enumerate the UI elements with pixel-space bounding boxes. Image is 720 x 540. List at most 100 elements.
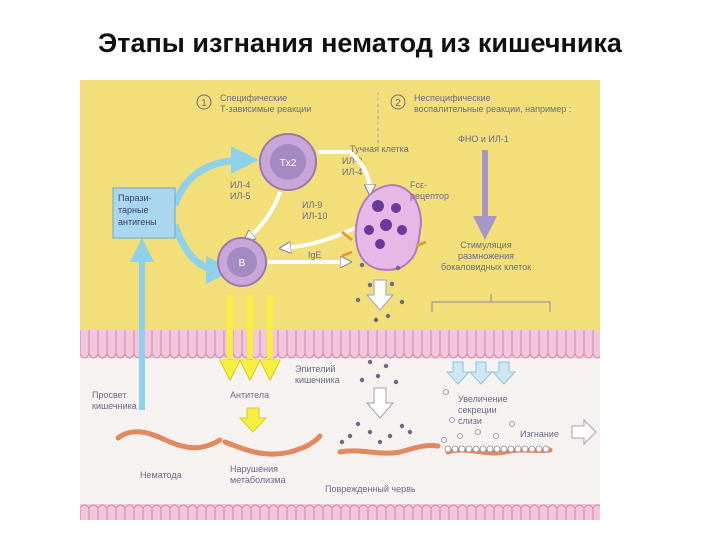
villus — [142, 504, 153, 520]
villus — [196, 330, 207, 359]
tnf-il1-label: ФНО и ИЛ-1 — [458, 134, 509, 144]
fce-receptor-line2: рецептор — [410, 191, 449, 201]
mucus-droplet — [444, 445, 452, 453]
villus — [466, 504, 477, 520]
villus — [565, 330, 576, 359]
villus — [322, 504, 333, 520]
step-2-text-line2: воспалительные реакции, например : — [414, 104, 571, 114]
nematode-expulsion-diagram: 1 Специфические Т-зависимые реакции 2 Не… — [80, 80, 600, 520]
villus — [106, 504, 117, 520]
villus — [349, 330, 360, 359]
mucus-arrows — [445, 361, 517, 385]
mucus-droplet — [441, 437, 447, 443]
villus — [187, 330, 198, 359]
villus — [124, 330, 135, 359]
villus — [493, 330, 504, 359]
lumen-label-line1: Просвет — [92, 390, 127, 400]
il3-il4-line1: ИЛ-3 — [342, 156, 362, 166]
il9-il10-line2: ИЛ-10 — [302, 211, 327, 221]
villus — [115, 504, 126, 520]
mucus-droplet — [521, 445, 529, 453]
villus — [511, 504, 522, 520]
villus — [340, 330, 351, 359]
antibodies-label: Антитела — [230, 390, 269, 400]
villus — [331, 330, 342, 359]
step-2-number: 2 — [395, 98, 401, 109]
villus — [223, 504, 234, 520]
granule — [355, 297, 361, 303]
villus — [439, 504, 450, 520]
villus — [322, 330, 333, 359]
villus — [565, 504, 576, 520]
step-1-number: 1 — [201, 98, 207, 109]
expelled-mucus-droplets — [444, 445, 550, 453]
villus — [286, 504, 297, 520]
villus — [484, 504, 495, 520]
villus — [97, 330, 108, 359]
mucus-label-line1: Увеличение — [458, 394, 508, 404]
ige-receptors — [341, 230, 427, 258]
villus — [340, 504, 351, 520]
villus — [574, 330, 585, 359]
villus — [556, 330, 567, 359]
goblet-label-line3: бокаловидных клеток — [441, 262, 531, 272]
villus — [520, 330, 531, 359]
granule — [375, 373, 381, 379]
mucus-droplet — [458, 445, 466, 453]
granule — [383, 363, 389, 369]
th2-label: Tх2 — [280, 158, 297, 169]
intestinal-lumen — [80, 355, 600, 505]
villus — [232, 504, 243, 520]
villus — [277, 330, 288, 359]
granule — [373, 317, 379, 323]
villus — [169, 330, 180, 359]
villus — [214, 330, 225, 359]
granule — [387, 433, 393, 439]
villus — [511, 330, 522, 359]
villus — [151, 330, 162, 359]
mast-to-b-arrow — [285, 226, 356, 248]
metabolism-label-line1: Нарушения — [230, 464, 278, 474]
villus — [457, 504, 468, 520]
mucus-droplet — [493, 433, 499, 439]
villus — [232, 330, 243, 359]
villus — [394, 504, 405, 520]
villus — [538, 330, 549, 359]
villus — [331, 504, 342, 520]
mucus-droplet — [500, 445, 508, 453]
villus — [376, 330, 387, 359]
nematode-label: Нематода — [140, 470, 182, 480]
mucus-droplet — [509, 421, 515, 427]
villus — [160, 504, 171, 520]
metabolic-disorder-worm — [222, 433, 323, 457]
villus — [115, 330, 126, 359]
mucus-droplet — [486, 445, 494, 453]
step-1-text-line1: Специфические — [220, 93, 287, 103]
mucus-droplet — [479, 445, 487, 453]
degranulation-arrow — [365, 279, 395, 311]
mucus-droplet — [542, 445, 550, 453]
mucus-droplet — [465, 445, 473, 453]
th2-to-mast-arrow — [318, 150, 370, 190]
villus — [475, 330, 486, 359]
antibody-arrows — [230, 295, 270, 370]
antibodies-arrow — [238, 407, 268, 433]
villus — [403, 330, 414, 359]
granule — [347, 433, 353, 439]
villus — [421, 504, 432, 520]
villus — [97, 504, 108, 520]
villus — [349, 504, 360, 520]
mucus-label-line2: секреции — [458, 405, 497, 415]
villus — [88, 330, 99, 359]
mucus-droplet — [457, 433, 463, 439]
mucus-droplets — [441, 389, 515, 443]
villus — [520, 504, 531, 520]
villus — [394, 330, 405, 359]
villus — [403, 504, 414, 520]
villus — [133, 504, 144, 520]
villus — [295, 504, 306, 520]
villus — [430, 330, 441, 359]
villus — [484, 330, 495, 359]
villus — [385, 504, 396, 520]
expulsion-arrow — [571, 418, 597, 446]
